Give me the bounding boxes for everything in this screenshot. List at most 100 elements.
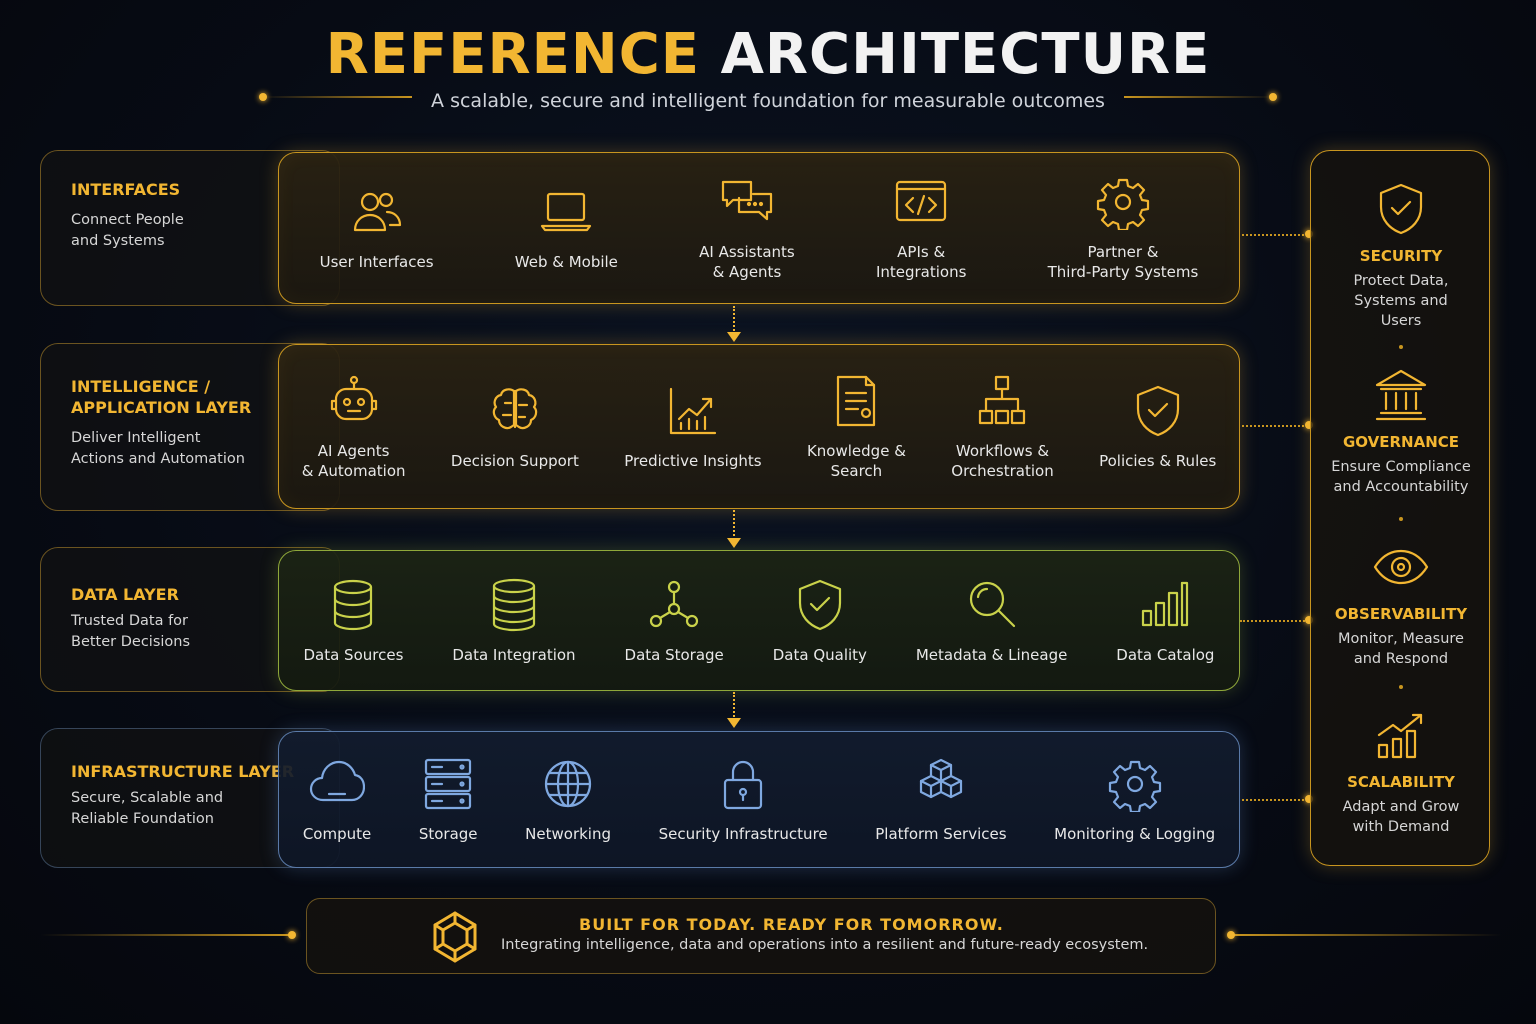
pillar-description: Protect Data, Systems and Users [1353, 273, 1449, 329]
component-label: Networking [525, 824, 611, 843]
connector-to-pillars [1240, 620, 1308, 622]
component-partner-systems: Partner & Third-Party Systems [1047, 174, 1199, 282]
pillar-description: Adapt and Grow with Demand [1342, 799, 1460, 835]
component-policies-rules: Policies & Rules [1099, 383, 1216, 471]
component-metadata-lineage: Metadata & Lineage [916, 577, 1067, 665]
chat-bubbles-icon [721, 180, 773, 221]
bank-icon [1375, 369, 1427, 421]
lock-icon [724, 760, 763, 809]
component-predictive-insights: Predictive Insights [624, 383, 762, 471]
title-rest: ARCHITECTURE [720, 22, 1211, 87]
shield-check-icon [798, 579, 841, 630]
component-user-interfaces: User Interfaces [320, 184, 434, 272]
pillar-title: OBSERVABILITY [1334, 605, 1468, 623]
intelligence-layer-box: AI Agents & Automation Decision Support … [278, 344, 1240, 509]
component-label: User Interfaces [319, 253, 434, 271]
component-label: Policies & Rules [1099, 451, 1217, 470]
component-decision-support: Decision Support [451, 383, 579, 471]
brain-icon [492, 387, 538, 429]
component-storage: Storage [419, 756, 478, 844]
code-icon [896, 180, 947, 222]
component-label: APIs & Integrations [875, 243, 967, 281]
layer-description: Trusted Data for Better Decisions [71, 613, 191, 650]
cloud-icon [309, 760, 366, 801]
component-workflows: Workflows & Orchestration [951, 373, 1054, 481]
database-icon [334, 579, 373, 630]
component-platform-services: Platform Services [875, 756, 1007, 844]
component-data-catalog: Data Catalog [1116, 577, 1214, 665]
pillar-title: GOVERNANCE [1342, 433, 1460, 451]
connector-dot [1305, 230, 1313, 238]
pillar-title: SECURITY [1359, 247, 1443, 265]
component-label: Platform Services [875, 824, 1007, 843]
footer-rule-left [40, 934, 290, 936]
footer-banner: BUILT FOR TODAY. READY FOR TOMORROW. Int… [306, 898, 1216, 974]
pillar-separator [1399, 345, 1403, 349]
component-data-sources: Data Sources [303, 577, 403, 665]
footer-rule-right [1232, 934, 1502, 936]
cubes-icon [919, 758, 963, 798]
users-icon [353, 192, 401, 232]
interfaces-layer-box: User Interfaces Web & Mobile AI Assistan… [278, 152, 1240, 304]
pillar-separator [1399, 517, 1403, 521]
footer-dot-left [288, 931, 296, 939]
component-web-mobile: Web & Mobile [515, 184, 618, 272]
connector-to-pillars [1242, 425, 1308, 427]
server-icon [425, 758, 472, 809]
layer-description: Connect People and Systems [71, 212, 184, 249]
pillar-governance: GOVERNANCE Ensure Compliance and Account… [1311, 367, 1491, 497]
connector-dot [1305, 421, 1313, 429]
pillar-separator [1399, 685, 1403, 689]
component-label: AI Assistants & Agents [699, 243, 795, 281]
pillar-observability: OBSERVABILITY Monitor, Measure and Respo… [1311, 539, 1491, 669]
component-knowledge-search: Knowledge & Search [807, 373, 906, 481]
subtitle-rule-right [1124, 96, 1274, 98]
nodes-icon [650, 580, 699, 627]
component-data-integration: Data Integration [452, 577, 576, 665]
connector-intelligence-data [733, 510, 735, 540]
pillar-title: SCALABILITY [1347, 773, 1455, 791]
connector-to-pillars [1242, 799, 1308, 801]
connector-arrow [727, 332, 741, 342]
component-label: Data Storage [624, 645, 724, 664]
shield-check-icon [1379, 183, 1423, 235]
subtitle-dot-left [259, 93, 267, 101]
component-ai-assistants: AI Assistants & Agents [699, 174, 795, 282]
infrastructure-layer-box: Compute Storage Networking Security Infr… [278, 731, 1240, 868]
footer-dot-right [1227, 931, 1235, 939]
data-layer-box: Data Sources Data Integration Data Stora… [278, 550, 1240, 691]
component-label: Partner & Third-Party Systems [1047, 243, 1199, 281]
title-accent: REFERENCE [325, 22, 701, 87]
component-label: Workflows & Orchestration [951, 441, 1054, 480]
document-icon [837, 375, 876, 426]
component-label: Data Integration [452, 645, 576, 664]
hexagon-logo-icon [433, 911, 477, 963]
bar-chart-icon [1142, 581, 1189, 626]
component-label: Security Infrastructure [658, 824, 828, 843]
component-label: Metadata & Lineage [915, 645, 1068, 664]
component-label: Decision Support [450, 451, 579, 470]
component-compute: Compute [303, 756, 371, 844]
chart-up-icon [669, 387, 717, 434]
connector-arrow [727, 718, 741, 728]
pillar-security: SECURITY Protect Data, Systems and Users [1311, 181, 1491, 331]
layer-description: Deliver Intelligent Actions and Automati… [71, 430, 245, 467]
footer-title: BUILT FOR TODAY. READY FOR TOMORROW. [579, 915, 1004, 934]
hierarchy-icon [979, 375, 1026, 424]
connector-dot [1305, 616, 1313, 624]
component-label: Monitoring & Logging [1054, 824, 1216, 843]
subtitle-dot-right [1269, 93, 1277, 101]
component-monitoring-logging: Monitoring & Logging [1054, 756, 1215, 844]
layer-title: INTERFACES [71, 180, 181, 199]
component-label: Compute [302, 824, 372, 843]
pillar-description: Monitor, Measure and Respond [1338, 631, 1464, 667]
eye-icon [1373, 549, 1429, 585]
cross-cutting-pillars: SECURITY Protect Data, Systems and Users… [1310, 150, 1490, 866]
database-stack-icon [492, 578, 536, 631]
layer-description: Secure, Scalable and Reliable Foundation [71, 790, 224, 827]
pillar-scalability: SCALABILITY Adapt and Grow with Demand [1311, 707, 1491, 837]
globe-icon [544, 760, 592, 807]
component-label: Data Catalog [1116, 645, 1215, 664]
component-label: Predictive Insights [624, 451, 762, 470]
connector-interfaces-intelligence [733, 306, 735, 334]
